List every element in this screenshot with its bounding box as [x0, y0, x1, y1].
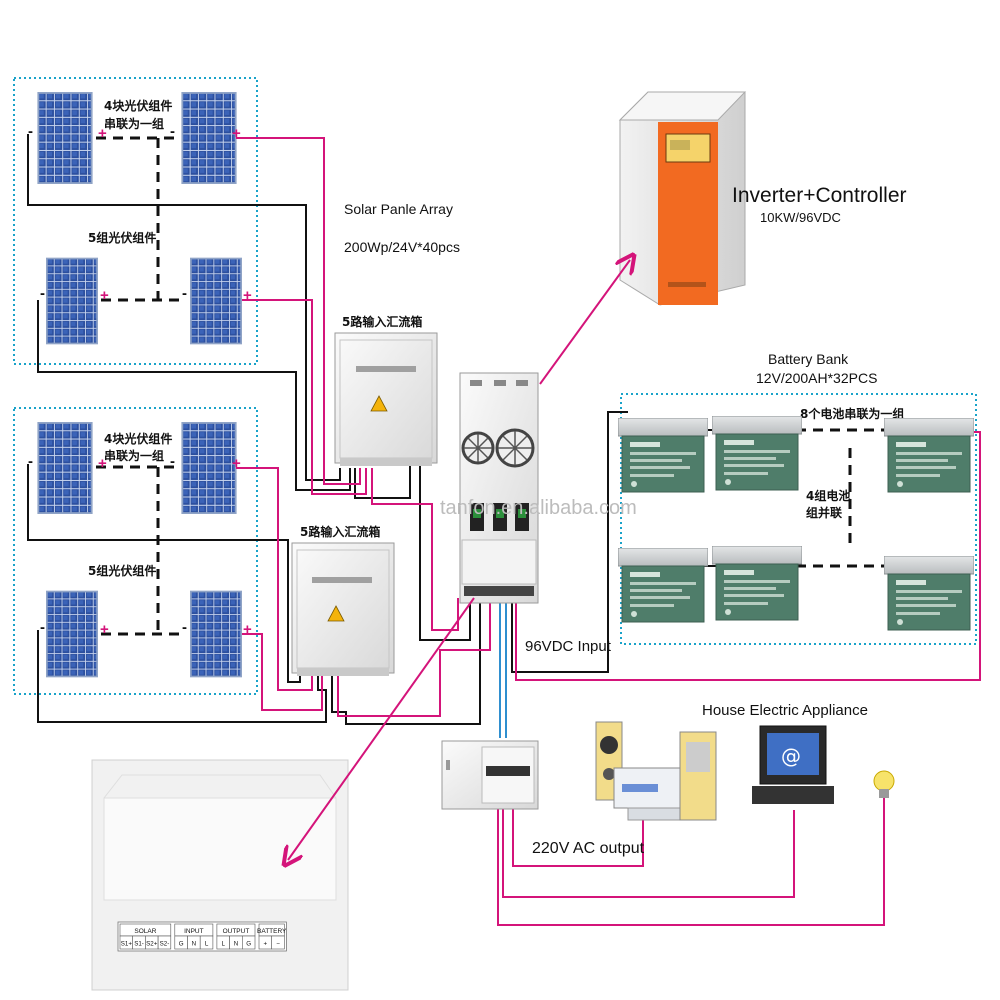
- terminal-label: N: [192, 941, 196, 948]
- terminal-label: S2-: [160, 941, 170, 948]
- warning-icon: [327, 605, 345, 622]
- solar-panel: [37, 92, 93, 184]
- group-note: 5组光伏组件: [88, 563, 156, 578]
- series-note: 串联为一组: [104, 116, 164, 131]
- stereo-icon: [613, 767, 687, 821]
- polarity-marks: - + - + - + - + - + - + - + - +: [28, 123, 252, 638]
- terminal-label: S1-: [134, 941, 144, 948]
- battery: [884, 556, 974, 631]
- inverter-title: Inverter+Controller: [732, 184, 907, 207]
- solar-array-spec: 200Wp/24V*40pcs: [344, 239, 460, 255]
- terminal-cell: [271, 935, 285, 950]
- plus-sign: +: [232, 455, 241, 472]
- minus-sign: -: [182, 619, 187, 636]
- series-note: 串联为一组: [104, 448, 164, 463]
- house-appliance-label: House Electric Appliance: [702, 702, 868, 719]
- battery: [884, 418, 974, 493]
- solar-panel: [46, 257, 98, 345]
- battery-series-note: 8个电池串联为一组: [800, 406, 904, 421]
- battery-dash-links: [796, 428, 890, 568]
- battery: [712, 546, 802, 621]
- plus-sign: +: [98, 125, 107, 142]
- ac-wires: [499, 598, 507, 738]
- minus-sign: -: [170, 123, 175, 140]
- dc-input-label: 96VDC Input: [525, 638, 612, 655]
- terminal-label: L: [205, 941, 209, 948]
- plus-sign: +: [100, 621, 109, 638]
- terminal-cell: [242, 935, 256, 950]
- battery-parallel-note: 4组电池: [806, 488, 850, 503]
- arrow-to-inverter: [539, 260, 630, 385]
- terminal-label: G: [179, 941, 184, 948]
- ac-distribution-box: [441, 740, 539, 810]
- terminal-panel: [91, 759, 349, 991]
- terminal-cell: [199, 935, 214, 950]
- light-bulb-icon: [873, 770, 895, 798]
- plus-sign: +: [243, 287, 252, 304]
- terminal-label: S2+: [146, 941, 158, 948]
- computer-icon: @: [752, 725, 834, 804]
- plus-sign: +: [100, 287, 109, 304]
- solar-panel: [181, 92, 237, 184]
- combiner-box-2: [291, 542, 395, 676]
- warning-icon: [370, 395, 388, 412]
- plus-sign: +: [232, 125, 241, 142]
- minus-sign: -: [182, 285, 187, 302]
- battery-bank-spec: 12V/200AH*32PCS: [756, 370, 877, 386]
- inverter-spec: 10KW/96VDC: [760, 210, 841, 225]
- combiner-box-label: 5路输入汇流箱: [300, 524, 380, 539]
- svg-text:@: @: [781, 744, 801, 768]
- battery: [712, 416, 802, 491]
- terminal-group-title: SOLAR: [134, 928, 156, 935]
- minus-sign: -: [40, 285, 45, 302]
- solar-panel: [37, 422, 93, 514]
- solar-panel: [190, 257, 242, 345]
- minus-sign: -: [170, 453, 175, 470]
- watermark: tanfon.en.alibaba.com: [440, 497, 637, 519]
- inverter-controller-unit: [618, 91, 747, 306]
- arrow-to-terminal-panel: [288, 597, 475, 860]
- terminal-label: N: [234, 941, 238, 948]
- solar-panel: [190, 590, 242, 678]
- terminal-group-title: OUTPUT: [223, 928, 250, 935]
- terminal-group-title: BATTERY: [257, 928, 287, 935]
- panel-group-2-enclosure: [13, 407, 258, 695]
- controller-cabinet: [459, 372, 539, 604]
- positive-wires: [236, 137, 981, 926]
- combiner-box-label: 5路输入汇流箱: [342, 314, 422, 329]
- panel-group-1-enclosure: [13, 77, 258, 365]
- terminal-label: G: [246, 941, 251, 948]
- minus-sign: -: [28, 123, 33, 140]
- battery-parallel-note: 组并联: [806, 505, 842, 520]
- series-note: 4块光伏组件: [104, 98, 172, 113]
- minus-sign: -: [28, 453, 33, 470]
- terminal-label: −: [276, 941, 280, 948]
- combiner-box-1: [334, 332, 438, 466]
- ac-output-label: 220V AC output: [532, 840, 645, 857]
- battery-bank-title: Battery Bank: [768, 351, 849, 367]
- solar-array-title: Solar Panle Array: [344, 201, 453, 217]
- series-dash-links: [96, 136, 186, 636]
- series-note: 4块光伏组件: [104, 431, 172, 446]
- minus-sign: -: [40, 619, 45, 636]
- plus-sign: +: [243, 621, 252, 638]
- battery: [618, 418, 708, 493]
- group-note: 5组光伏组件: [88, 230, 156, 245]
- battery-bank-enclosure: [620, 393, 977, 645]
- terminal-group-title: INPUT: [184, 928, 204, 935]
- solar-panel: [181, 422, 237, 514]
- terminal-label: S1+: [121, 941, 133, 948]
- plus-sign: +: [98, 455, 107, 472]
- terminal-label: L: [222, 941, 226, 948]
- speaker-icon: [679, 731, 717, 821]
- terminal-cell: [157, 935, 172, 950]
- terminal-label: +: [264, 941, 268, 948]
- solar-panel: [46, 590, 98, 678]
- battery: [618, 548, 708, 623]
